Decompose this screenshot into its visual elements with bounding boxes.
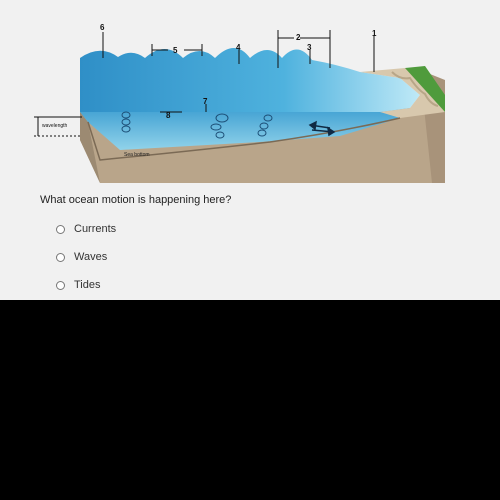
label-3: 3 [307,43,312,52]
sea-bottom-line [87,117,401,161]
orbital-motion-circles [121,111,273,139]
option-currents[interactable]: Currents [56,221,116,237]
ocean-wave-diagram: 6 5 4 2 3 1 8 7 wavelength Sea bottom [34,23,445,183]
backwash-arrows [308,120,336,137]
label-6: 6 [100,23,105,32]
label-8: 8 [166,111,171,120]
radio-button[interactable] [56,252,65,262]
label-1: 1 [372,29,377,38]
label-7: 7 [203,97,208,106]
sea-bottom-label: Sea bottom [124,152,150,158]
wavelength-label: wavelength [42,123,68,129]
option-label: Waves [74,251,108,263]
grass [405,66,445,112]
option-label: Tides [74,279,101,291]
question-text: What ocean motion is happening here? [40,194,232,206]
screen-dark-area [0,300,500,500]
label-4: 4 [236,43,241,52]
label-5: 5 [173,46,178,55]
label-marks [34,30,375,137]
label-2: 2 [296,33,301,42]
radio-button[interactable] [56,224,65,234]
water-surface [80,48,420,150]
question-screen: 6 5 4 2 3 1 8 7 wavelength Sea bottom Wh… [0,0,500,300]
option-label: Currents [74,223,117,235]
radio-button[interactable] [56,280,65,290]
option-waves[interactable]: Waves [56,249,107,265]
option-tides[interactable]: Tides [56,277,101,293]
